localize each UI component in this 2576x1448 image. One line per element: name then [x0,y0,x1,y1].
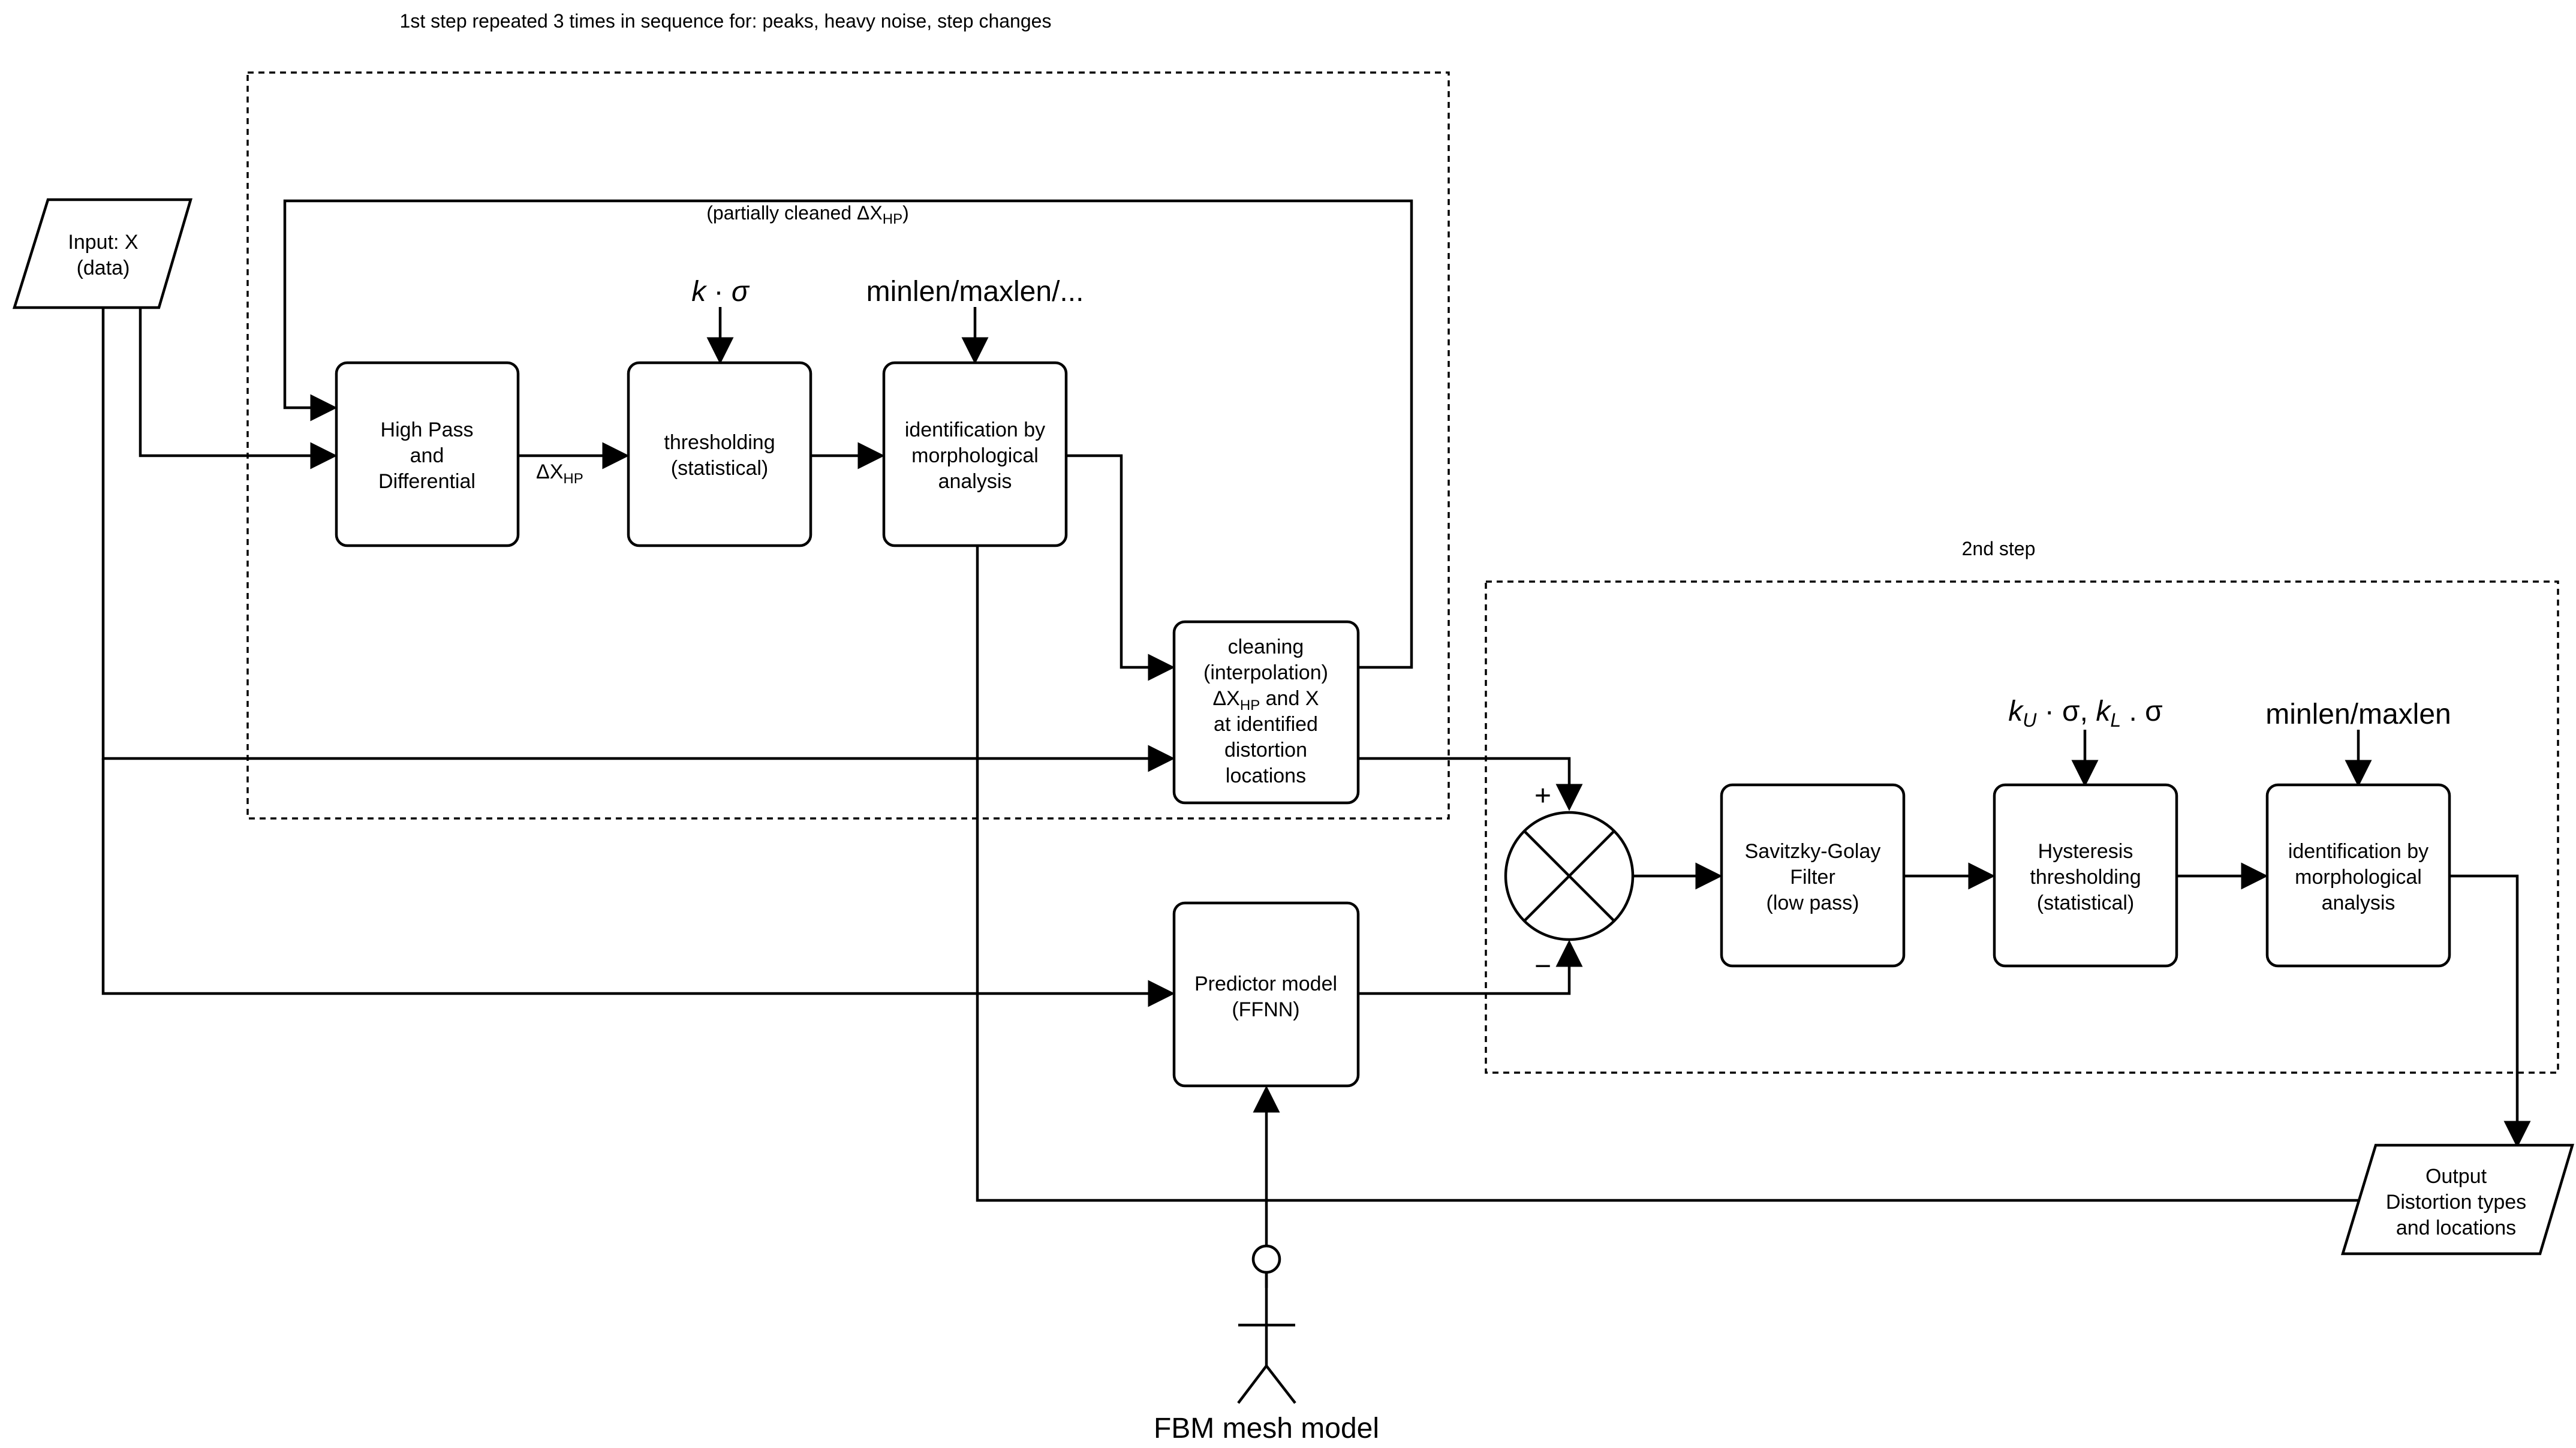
sum-minus-sign: − [1534,950,1551,982]
savgol-line2: Filter [1790,866,1835,889]
savgol-box: Savitzky-Golay Filter (low pass) [1720,783,1906,968]
cleaning-line1: cleaning [1228,636,1304,658]
step2-caption: 2nd step [1962,538,2036,559]
hysteresis-line1: Hysteresis [2038,840,2133,863]
identification1-line2: morphological [911,444,1039,467]
predictor-box: Predictor model (FFNN) [1172,901,1360,1088]
sum-plus-sign: + [1534,780,1551,812]
identification1-line1: identification by [905,419,1045,441]
connectors [101,199,2531,1288]
input-shape [12,198,193,309]
highpass-line1: High Pass [381,419,474,441]
edge-input-highpass [139,308,338,469]
delta-xhp-label: ΔXHP [536,460,583,487]
highpass-line2: and [410,444,444,467]
step1-caption: 1st step repeated 3 times in sequence fo… [400,10,1052,32]
thresholding-line2: (statistical) [671,457,768,480]
cleaning-line2: (interpolation) [1203,661,1328,684]
morph-param-2: minlen/maxlen [2265,699,2451,730]
identification2-line1: identification by [2288,840,2428,863]
cleaning-line5: distortion [1224,739,1307,761]
hysteresis-param: kU · σ, kL . σ [2008,696,2163,731]
actor-label: FBM mesh model [1154,1413,1379,1444]
input-label-line2: (data) [77,257,130,279]
output-node: Output Distortion types and locations [2340,1143,2575,1256]
step2-frame [1485,580,2559,1074]
edge-identification-cleaning [1066,454,1175,681]
predictor-line1: Predictor model [1194,973,1337,995]
savgol-line1: Savitzky-Golay [1745,840,1881,863]
edge-feedback-loop [283,199,1413,669]
output-label-line2: Distortion types [2386,1191,2526,1214]
edge-input-predictor [101,758,1175,1007]
sum-node [1504,811,1635,941]
edge-identification-output [976,546,2393,1214]
output-label-line3: and locations [2396,1217,2516,1239]
savgol-line3: (low pass) [1767,892,1859,914]
input-label-line1: Input: X [68,231,138,254]
edge-cleaning-sum [1358,757,1583,811]
input-node: Input: X (data) [12,198,193,309]
output-shape [2340,1143,2575,1256]
identification2-box: identification by morphological analysis [2265,783,2451,968]
cleaning-box: cleaning (interpolation) ΔXHP and X at i… [1172,620,1360,805]
highpass-line3: Differential [378,470,476,493]
hysteresis-line3: (statistical) [2037,892,2134,914]
identification1-line3: analysis [938,470,1012,493]
cleaning-line6: locations [1226,764,1306,787]
step1-frame [246,71,1450,820]
edge-identification2-output [2449,874,2531,1148]
edge-predictor-sum [1358,940,1583,995]
output-label-line1: Output [2425,1165,2487,1188]
feedback-label: (partially cleaned ΔXHP) [706,202,909,227]
predictor-line2: (FFNN) [1232,998,1299,1021]
cleaning-line4: at identified [1214,713,1318,736]
thresholding-line1: thresholding [664,431,775,454]
highpass-box: High Pass and Differential [335,361,520,547]
thresholding-box: thresholding (statistical) [627,361,812,547]
cleaning-line3: ΔXHP and X [1212,687,1319,714]
hysteresis-box: Hysteresis thresholding (statistical) [1993,783,2178,968]
identification2-line2: morphological [2295,866,2422,889]
identification1-box: identification by morphological analysis [882,361,1068,547]
morph-param-1: minlen/maxlen/... [866,276,1084,308]
fbm-actor-icon [1237,1244,1296,1404]
hysteresis-line2: thresholding [2030,866,2141,889]
k-sigma-param: k · σ [691,276,750,308]
identification2-line3: analysis [2322,892,2396,914]
